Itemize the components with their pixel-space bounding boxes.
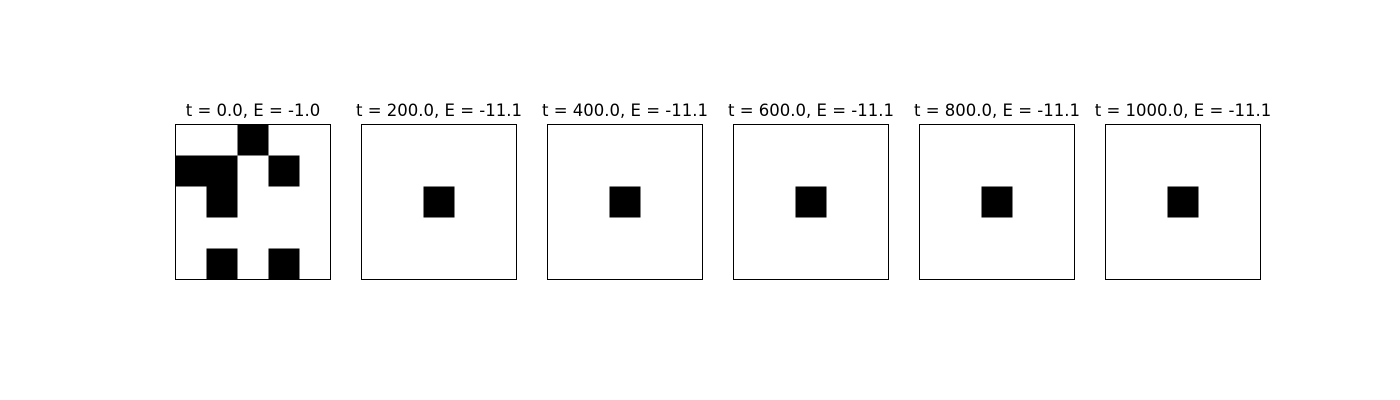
lattice-cell — [268, 155, 300, 187]
lattice-cell — [1167, 186, 1199, 218]
panel-frame — [919, 124, 1075, 280]
panel-title: t = 200.0, E = -11.1 — [356, 101, 522, 120]
lattice-cell — [175, 155, 207, 187]
lattice-cell — [423, 186, 455, 218]
panel-frame — [175, 124, 331, 280]
panel: t = 800.0, E = -11.1 — [914, 101, 1080, 280]
lattice-cell — [206, 248, 238, 280]
lattice-cell — [237, 124, 269, 156]
lattice-cell — [981, 186, 1013, 218]
panel: t = 1000.0, E = -11.1 — [1095, 101, 1271, 280]
panel-frame — [1105, 124, 1261, 280]
lattice-cell — [206, 186, 238, 218]
panel-title: t = 600.0, E = -11.1 — [728, 101, 894, 120]
panel-title: t = 1000.0, E = -11.1 — [1095, 101, 1271, 120]
lattice-cell — [206, 155, 238, 187]
panel-title: t = 400.0, E = -11.1 — [542, 101, 708, 120]
panel-frame — [361, 124, 517, 280]
panel: t = 0.0, E = -1.0 — [175, 101, 331, 280]
lattice-cell — [609, 186, 641, 218]
panel-title: t = 0.0, E = -1.0 — [186, 101, 320, 120]
panel-frame — [733, 124, 889, 280]
lattice-cell — [268, 248, 300, 280]
lattice-cell — [795, 186, 827, 218]
panel: t = 400.0, E = -11.1 — [542, 101, 708, 280]
panel-frame — [547, 124, 703, 280]
panel-title: t = 800.0, E = -11.1 — [914, 101, 1080, 120]
panel: t = 600.0, E = -11.1 — [728, 101, 894, 280]
panels: t = 0.0, E = -1.0 t = 200.0, E = -11.1 t =… — [175, 101, 1271, 280]
panel: t = 200.0, E = -11.1 — [356, 101, 522, 280]
